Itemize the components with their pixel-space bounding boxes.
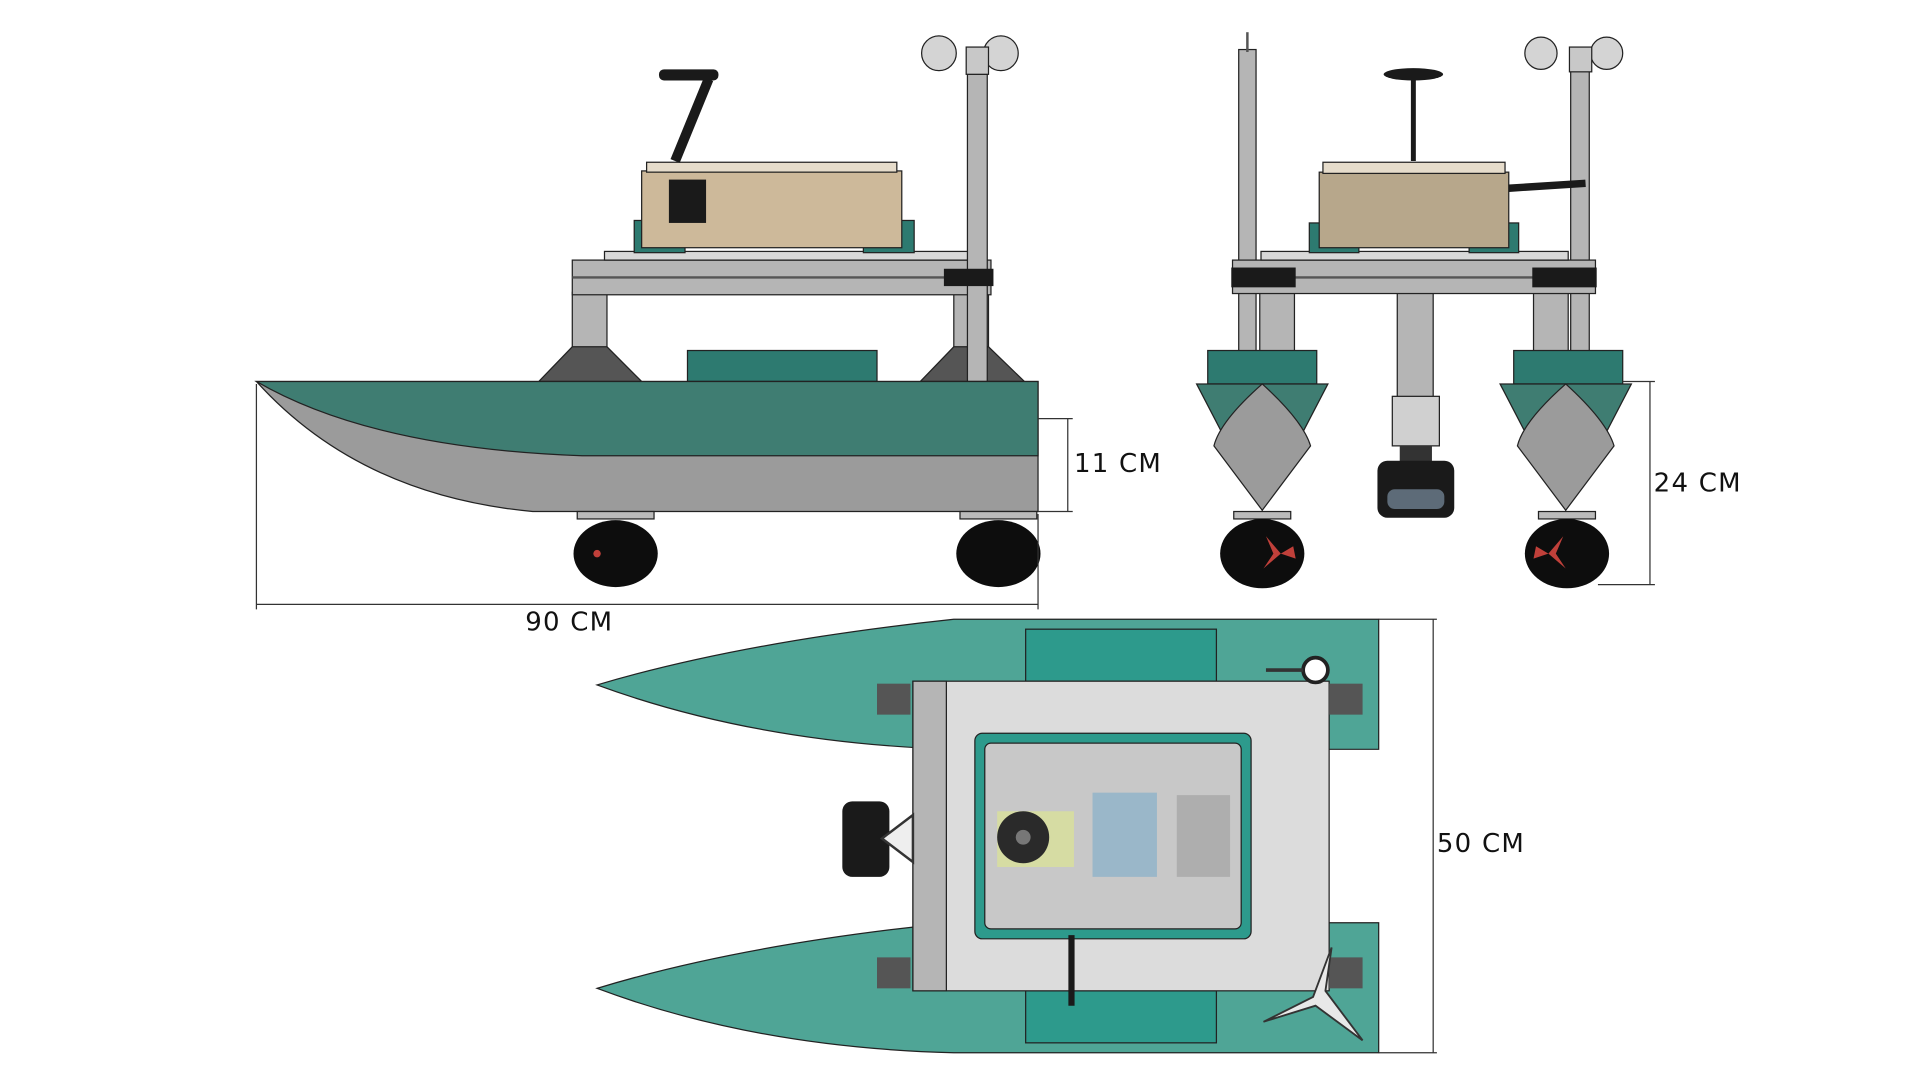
top-bracket-4	[1329, 957, 1363, 989]
side-enclosure-lid	[645, 161, 898, 173]
front-clamp-left	[1231, 267, 1296, 288]
front-anemometer-cup-right	[1589, 36, 1624, 70]
top-hull-box-left	[1025, 628, 1218, 682]
front-pod-top-right	[1513, 349, 1624, 385]
length-dimension-label: 90 CM	[525, 607, 613, 637]
side-hull-upper	[254, 380, 1039, 457]
side-thruster-mount-rear	[959, 510, 1038, 520]
front-thruster-left	[1220, 518, 1305, 589]
top-bracket-3	[1329, 683, 1363, 715]
front-enclosure-box	[1318, 171, 1510, 249]
front-deck-plate	[1260, 250, 1569, 261]
front-side-connector	[1508, 179, 1586, 192]
top-bracket-1	[877, 683, 911, 715]
side-bracket-front	[537, 346, 644, 383]
top-camera	[842, 801, 890, 877]
side-propeller-hint	[593, 549, 601, 558]
side-gps-arm	[670, 77, 714, 163]
front-thruster-mount-right	[1537, 510, 1597, 520]
front-anemometer-cup-left	[1524, 36, 1558, 70]
front-hull-right-keel	[1516, 383, 1615, 512]
top-bracket-2	[877, 957, 911, 989]
side-gps-antenna	[658, 69, 719, 81]
front-enclosure-lid	[1322, 161, 1506, 175]
side-pole-clamp	[943, 268, 994, 287]
front-thruster-right	[1524, 518, 1610, 589]
front-camera-bracket	[1399, 445, 1432, 464]
top-anemometer	[1301, 655, 1330, 685]
front-camera-mount	[1391, 395, 1441, 447]
front-view: 24 CM	[1195, 32, 1742, 589]
side-thruster-rear	[956, 520, 1041, 588]
side-connector	[668, 179, 707, 223]
front-propeller-right	[1533, 536, 1566, 569]
height-dimension-label: 24 CM	[1654, 469, 1742, 499]
width-dimension-label: 50 CM	[1437, 829, 1525, 859]
side-anemometer-hub	[965, 46, 990, 75]
front-hull-left-keel	[1213, 383, 1312, 512]
front-gps-antenna	[1383, 68, 1444, 81]
front-camera-lens	[1387, 489, 1445, 510]
side-view: 90 CM 11 CM	[254, 35, 1162, 637]
side-thruster-front	[573, 520, 658, 588]
top-gps-center	[1015, 829, 1031, 845]
front-propeller-left	[1263, 536, 1296, 569]
top-hull-box-right	[1025, 990, 1218, 1044]
front-leg-right	[1532, 289, 1569, 360]
front-anemometer-pole	[1570, 67, 1590, 360]
top-view: 50 CM	[595, 618, 1525, 1054]
top-compute-board	[1176, 795, 1231, 877]
top-camera-bracket	[879, 812, 915, 865]
front-center-column	[1396, 291, 1434, 400]
side-anemometer-pole	[966, 73, 988, 383]
front-thruster-mount-left	[1233, 510, 1292, 520]
front-pod-top-left	[1207, 349, 1318, 385]
top-arduino-board	[1092, 792, 1157, 877]
side-thruster-mount-front	[576, 510, 655, 520]
top-frame-rail	[912, 680, 947, 992]
top-propeller	[1263, 947, 1364, 1042]
front-leg-left	[1259, 289, 1296, 360]
draft-dimension-label: 11 CM	[1074, 449, 1162, 479]
front-anemometer-hub	[1568, 46, 1593, 73]
front-clamp-right	[1532, 267, 1597, 288]
side-battery-box	[686, 349, 878, 383]
front-antenna-pole	[1238, 48, 1257, 354]
side-anemometer-cup-left	[920, 35, 957, 72]
